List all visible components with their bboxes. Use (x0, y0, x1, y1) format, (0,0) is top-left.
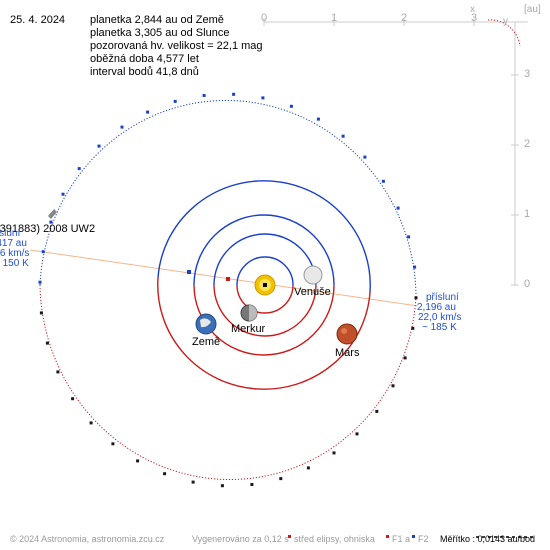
orbit-interval-point (146, 110, 150, 114)
orbit-interval-point (191, 480, 195, 484)
x-tick-label-2: 2 (401, 12, 408, 24)
venus-orbit-upper (213, 233, 317, 286)
orbit-interval-point (61, 192, 65, 196)
orbit-interval-point (202, 94, 206, 97)
interval-points (38, 92, 418, 488)
info-sun-distance: planetka 3,305 au od Slunce (90, 27, 230, 39)
orbit-interval-point (391, 384, 395, 388)
mars-label: Mars (335, 347, 360, 359)
orbit-interval-point (411, 326, 415, 330)
y-tick-label-3: 3 (524, 68, 531, 80)
perihelion-speed: 22,0 km/s (418, 312, 462, 323)
axis-unit-label: [au] (524, 4, 541, 15)
venus-label: Venuše (294, 286, 331, 298)
legend-f1-marker (386, 535, 389, 538)
mercury-lit-side (249, 305, 257, 321)
orbit-interval-point (111, 442, 115, 446)
orbit-interval-point (306, 466, 310, 470)
footer-legend-center: střed elipsy, ohniska (294, 534, 375, 544)
orbit-interval-point (341, 134, 345, 138)
apsis-line (29, 249, 419, 307)
orbit-interval-point (375, 409, 379, 413)
venus-orbit-lower (213, 284, 317, 337)
asteroid-orbit-lower (39, 284, 417, 480)
footer-scale: Měřítko : 0,0143 au/bod (440, 534, 536, 544)
info-magnitude: pozorovaná hv. velikost = 22,1 mag (90, 40, 263, 52)
x-tick-label-0: 0 (261, 12, 268, 24)
perihelion-label: přísluní (426, 292, 459, 303)
orbit-interval-point (363, 155, 367, 159)
orbit-interval-point (45, 341, 49, 345)
footer-copyright: © 2024 Astronomia, astronomia.zcu.cz (10, 534, 165, 544)
mercury-orbit-upper (236, 256, 294, 286)
orbit-interval-point (220, 484, 224, 488)
info-earth-distance: planetka 2,844 au od Země (90, 14, 224, 26)
info-orbital-period: oběžná doba 4,577 let (90, 53, 199, 65)
legend-f2-marker (412, 535, 415, 538)
legend-center-marker (288, 535, 291, 538)
orbit-interval-point (396, 206, 400, 210)
orbit-interval-point (261, 96, 265, 100)
mars-planet (336, 323, 358, 345)
orbit-interval-point (413, 265, 417, 269)
orbit-interval-point (414, 296, 418, 300)
aphelion-speed: 15,6 km/s (0, 248, 30, 259)
mars-surface-detail (341, 328, 347, 334)
orbit-interval-point (56, 370, 60, 374)
sun-center-marker (263, 283, 267, 287)
orbit-interval-point (49, 220, 53, 224)
orbit-interval-point (250, 483, 254, 486)
x-tick-label-3: 3 (471, 12, 478, 24)
aphelion-temperature: ~ 150 K (0, 258, 29, 269)
footer-generated-time: Vygenerováno za 0,12 s (192, 534, 289, 544)
orbit-interval-point (41, 250, 45, 254)
ellipse-focus-f2 (187, 270, 191, 274)
asteroid-marker (48, 209, 57, 219)
asteroid-orbit-upper (39, 100, 417, 296)
earth-clouds (200, 318, 211, 328)
orbit-interval-point (136, 459, 140, 463)
orbit-interval-point (38, 280, 42, 284)
ellipse-center-marker (226, 277, 230, 281)
aphelion-distance: 4,417 au (0, 238, 27, 249)
orbit-interval-point (89, 421, 93, 425)
orbit-interval-point (77, 167, 81, 171)
orbit-interval-point (71, 397, 75, 401)
footer-legend-f1: F1 a (392, 534, 411, 544)
perihelion-distance: 2,196 au (417, 302, 456, 313)
mercury-label: Merkur (231, 323, 266, 335)
y-axis-label: y (503, 16, 508, 27)
aphelion-label: odsluní (0, 228, 21, 239)
orbit-interval-point (173, 99, 177, 103)
mars-orbit-upper (157, 180, 371, 293)
orbit-interval-point (39, 311, 43, 315)
orbit-interval-point (289, 104, 293, 108)
asteroid-name: (391883) 2008 UW2 (0, 223, 96, 235)
orbit-interval-point (120, 125, 124, 129)
orbit-interval-point (232, 92, 236, 96)
orbit-interval-point (163, 472, 167, 476)
date-label: 25. 4. 2024 (10, 14, 66, 26)
orbit-interval-point (332, 451, 336, 455)
earth-label: Země (192, 336, 221, 348)
orbit-interval-point (355, 432, 359, 436)
venus-planet (303, 265, 323, 285)
x-axis-label: x (470, 4, 475, 15)
orbit-interval-point (407, 235, 411, 239)
y-tick-label-0: 0 (524, 278, 531, 290)
orbit-interval-point (403, 356, 407, 360)
mercury-orbit-lower (236, 284, 294, 314)
info-point-interval: interval bodů 41,8 dnů (90, 66, 199, 78)
orbit-interval-point (381, 179, 385, 183)
earth-orbit-upper (193, 214, 335, 286)
y-tick-label-2: 2 (524, 138, 531, 150)
footer-legend-f2: F2 (418, 534, 429, 544)
perihelion-temperature: ~ 185 K (422, 322, 457, 333)
x-tick-label-1: 1 (331, 12, 338, 24)
orbit-interval-point (279, 477, 283, 481)
y-tick-label-1: 1 (524, 208, 531, 220)
orbit-interval-point (97, 144, 101, 148)
orbit-interval-point (316, 117, 320, 121)
